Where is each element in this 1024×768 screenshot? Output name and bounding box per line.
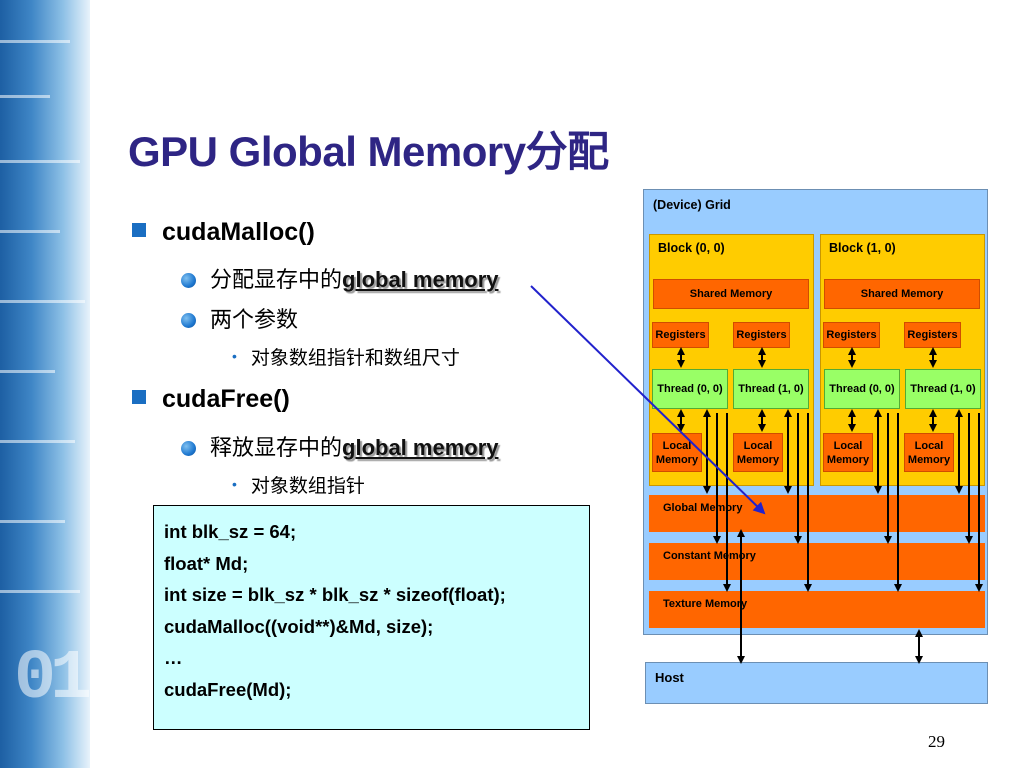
code-line: cudaMalloc((void**)&Md, size);	[164, 615, 434, 637]
memory-arrows	[677, 347, 983, 664]
small-bullet-icon: •	[232, 348, 237, 364]
registers: Registers	[823, 322, 880, 348]
texture-memory: Texture Memory	[649, 591, 985, 628]
decorative-digits: 01	[14, 640, 90, 719]
block-label: Block (0, 0)	[658, 241, 725, 255]
sub-bullet-allocate: 分配显存中的global memory	[181, 262, 499, 294]
round-bullet-icon	[181, 441, 196, 456]
round-bullet-icon	[181, 313, 196, 328]
bullet-cudafree: cudaFree()	[132, 385, 290, 414]
thread-box: Thread (0, 0)	[652, 369, 728, 409]
local-memory: Local Memory	[733, 433, 783, 472]
code-line: int blk_sz = 64;	[164, 521, 297, 542]
small-bullet-icon: •	[232, 476, 237, 492]
thread-box: Thread (1, 0)	[905, 369, 981, 409]
shared-memory: Shared Memory	[824, 279, 980, 309]
detail-bullet-params: • 对象数组指针和数组尺寸	[232, 343, 460, 370]
sub-bullet-free: 释放显存中的global memory	[181, 430, 499, 462]
slide-title: GPU Global Memory分配	[128, 128, 609, 175]
square-bullet-icon	[132, 223, 146, 237]
thread-box: Thread (1, 0)	[733, 369, 809, 409]
detail-text: 对象数组指针	[250, 476, 365, 497]
sub-bullet-text: 释放显存中的	[210, 435, 343, 460]
bullet-heading: cudaFree()	[162, 385, 290, 413]
shared-memory: Shared Memory	[653, 279, 809, 309]
code-line: int size = blk_sz * blk_sz * sizeof(floa…	[164, 584, 506, 605]
code-example-box: int blk_sz = 64; float* Md; int size = b…	[153, 505, 590, 730]
registers: Registers	[904, 322, 961, 348]
host-box: Host	[645, 662, 988, 704]
page-number: 29	[928, 732, 945, 751]
code-line: …	[164, 647, 183, 668]
local-memory: Local Memory	[823, 433, 873, 472]
code-line: cudaFree(Md);	[164, 678, 292, 700]
global-memory-emphasis: global memory	[342, 267, 499, 292]
local-memory: Local Memory	[652, 433, 702, 472]
grid-label: (Device) Grid	[653, 198, 731, 212]
thread-box: Thread (0, 0)	[824, 369, 900, 409]
code-line: float* Md;	[164, 552, 249, 574]
sub-bullet-text: 分配显存中的	[210, 267, 343, 292]
bullet-cudamalloc: cudaMalloc()	[132, 218, 315, 247]
bullet-heading: cudaMalloc()	[162, 218, 315, 246]
decorative-side-strip: 01	[0, 0, 90, 768]
round-bullet-icon	[181, 273, 196, 288]
global-memory-emphasis: global memory	[342, 435, 499, 460]
detail-bullet-free: • 对象数组指针	[232, 471, 365, 498]
global-memory-pointer-arrow	[530, 285, 766, 515]
local-memory: Local Memory	[904, 433, 954, 472]
registers: Registers	[733, 322, 790, 348]
square-bullet-icon	[132, 390, 146, 404]
sub-bullet-text: 两个参数	[210, 307, 299, 332]
constant-memory: Constant Memory	[649, 543, 985, 580]
detail-text: 对象数组指针和数组尺寸	[250, 348, 460, 369]
block-label: Block (1, 0)	[829, 241, 896, 255]
global-memory: Global Memory	[649, 495, 985, 532]
sub-bullet-params: 两个参数	[181, 302, 298, 334]
